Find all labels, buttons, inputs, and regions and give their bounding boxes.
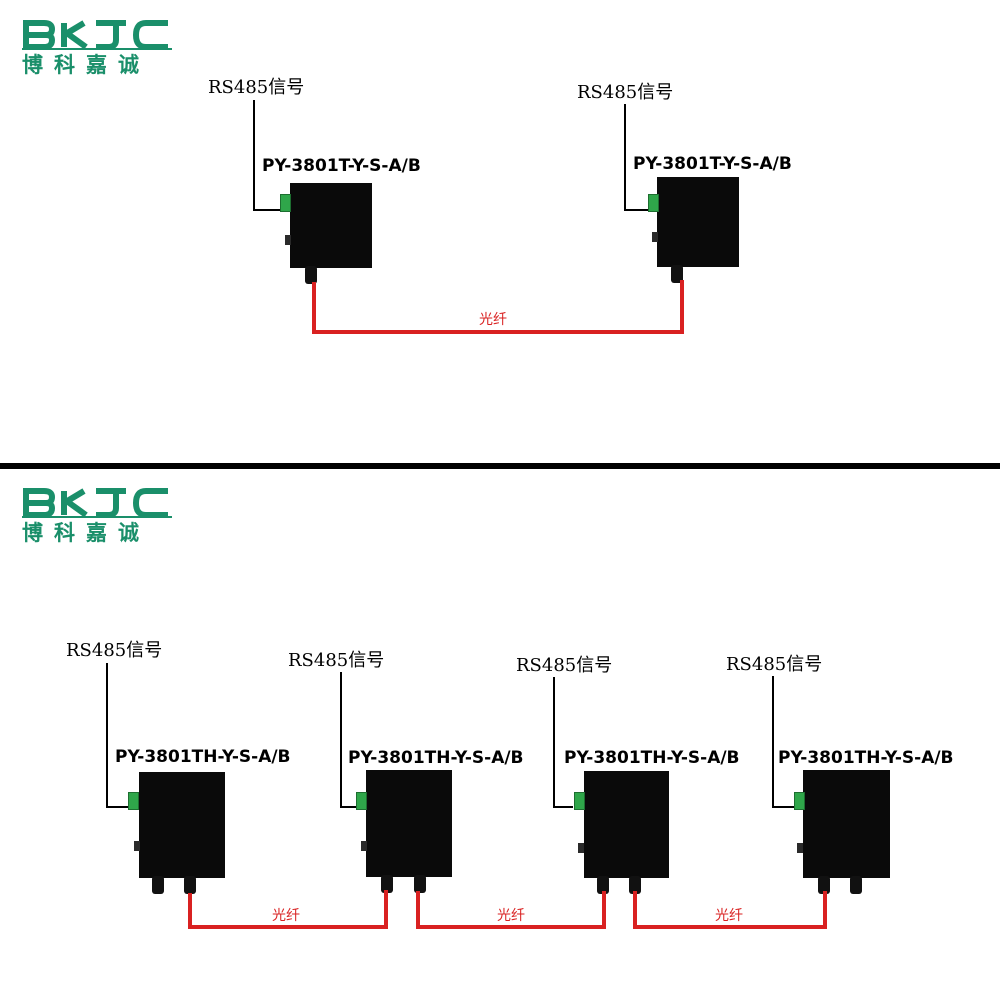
device-model-label: PY-3801TH-Y-S-A/B [348, 748, 524, 768]
fiber-link-horizontal [416, 925, 606, 929]
fiber-connector [414, 875, 426, 893]
rs485-signal-label: RS485信号 [66, 640, 163, 661]
rs485-terminal-block [356, 792, 367, 810]
fiber-link-right-leg [823, 891, 827, 929]
rs485-terminal-block [128, 792, 139, 810]
logo-chinese-text: 博科嘉诚 [22, 53, 150, 77]
device-side-port [285, 235, 291, 245]
rs485-signal-label: RS485信号 [726, 654, 823, 675]
fiber-converter-device [139, 772, 225, 878]
device-side-port [361, 841, 367, 851]
fiber-converter-device [290, 183, 372, 268]
rs485-terminal-block [648, 194, 659, 212]
device-model-label: PY-3801T-Y-S-A/B [262, 156, 421, 176]
fiber-converter-device [366, 770, 452, 877]
fiber-connector [818, 876, 830, 894]
logo-bkjc-mark [22, 488, 172, 518]
logo-top: 博科嘉诚 [22, 20, 174, 76]
rs485-wire-horizontal [106, 806, 128, 808]
rs485-wire-vertical [624, 104, 626, 211]
rs485-signal-label: RS485信号 [288, 650, 385, 671]
fiber-link-horizontal [633, 925, 827, 929]
fiber-link-right-leg [602, 891, 606, 929]
fiber-link-horizontal [312, 330, 684, 334]
fiber-connector [597, 876, 609, 894]
section-divider [0, 463, 1000, 469]
rs485-wire-vertical [253, 100, 255, 211]
fiber-label: 光纤 [479, 312, 507, 328]
device-side-port [578, 843, 584, 853]
device-model-label: PY-3801T-Y-S-A/B [633, 154, 792, 174]
fiber-label: 光纤 [715, 908, 743, 924]
fiber-connector [629, 876, 641, 894]
device-model-label: PY-3801TH-Y-S-A/B [564, 748, 740, 768]
rs485-wire-horizontal [772, 806, 794, 808]
fiber-link-left-leg [416, 891, 420, 929]
rs485-wire-horizontal [253, 209, 284, 211]
fiber-connector [305, 266, 317, 284]
fiber-connector [381, 875, 393, 893]
device-side-port [134, 841, 140, 851]
device-side-port [797, 843, 803, 853]
fiber-link-horizontal [188, 925, 388, 929]
fiber-connector [850, 876, 862, 894]
rs485-wire-vertical [340, 672, 342, 808]
rs485-wire-horizontal [553, 806, 573, 808]
fiber-connector [184, 876, 196, 894]
logo-bottom: 博科嘉诚 [22, 488, 174, 544]
rs485-signal-label: RS485信号 [208, 77, 305, 98]
rs485-wire-vertical [772, 676, 774, 808]
rs485-wire-vertical [553, 677, 555, 808]
fiber-converter-device [803, 770, 890, 878]
fiber-converter-device [657, 177, 739, 267]
fiber-link-right-leg [680, 280, 684, 334]
device-side-port [652, 232, 658, 242]
rs485-wire-horizontal [340, 806, 356, 808]
logo-bkjc-mark [22, 20, 172, 50]
device-model-label: PY-3801TH-Y-S-A/B [115, 747, 291, 767]
fiber-link-left-leg [312, 282, 316, 334]
rs485-wire-vertical [106, 663, 108, 808]
rs485-terminal-block [280, 194, 291, 212]
rs485-terminal-block [574, 792, 585, 810]
fiber-label: 光纤 [497, 908, 525, 924]
rs485-signal-label: RS485信号 [516, 655, 613, 676]
fiber-link-left-leg [633, 891, 637, 929]
logo-chinese-text: 博科嘉诚 [22, 521, 150, 545]
fiber-connector [671, 265, 683, 283]
fiber-converter-device [584, 771, 669, 878]
fiber-link-right-leg [384, 890, 388, 929]
rs485-signal-label: RS485信号 [577, 82, 674, 103]
fiber-connector [152, 876, 164, 894]
device-model-label: PY-3801TH-Y-S-A/B [778, 748, 954, 768]
rs485-wire-horizontal [624, 209, 654, 211]
fiber-link-left-leg [188, 893, 192, 929]
rs485-terminal-block [794, 792, 805, 810]
fiber-label: 光纤 [272, 908, 300, 924]
